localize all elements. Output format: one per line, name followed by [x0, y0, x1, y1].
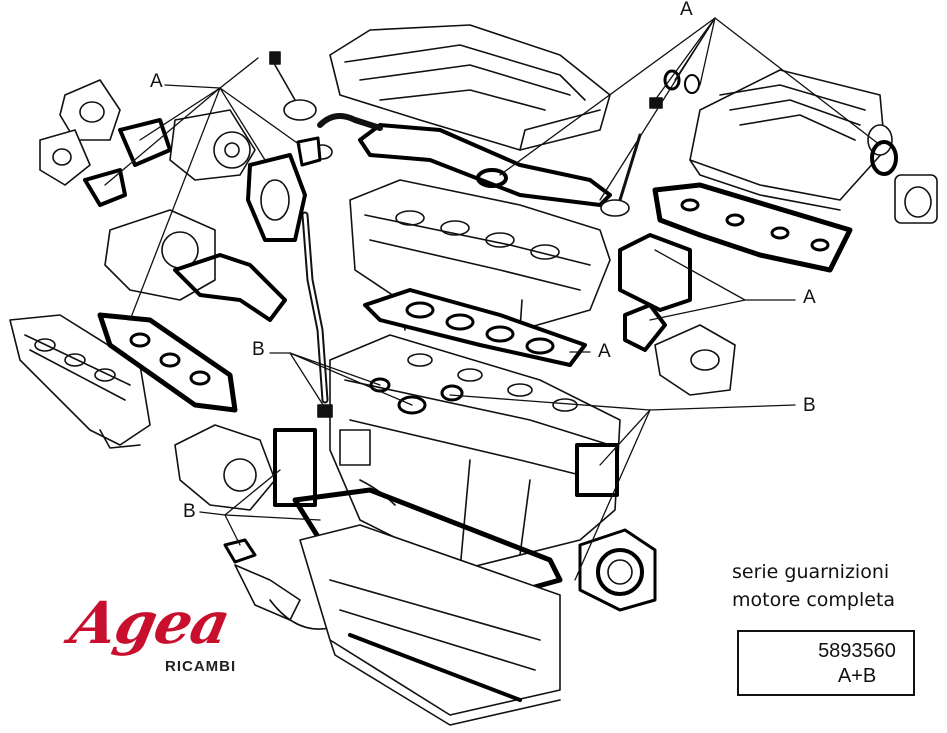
head-gasket: [363, 288, 587, 367]
cam-oil-seal: [476, 168, 508, 188]
engine-block: [329, 334, 621, 571]
callout-b-left-mid: B: [252, 339, 265, 360]
cam-cover: [329, 24, 611, 151]
valve-upper: [269, 51, 317, 121]
oil-filter-housing: [174, 424, 341, 630]
product-code: 5893560: [818, 640, 896, 662]
intake-manifold-gasket: [652, 182, 853, 273]
rear-main-seal: [578, 528, 657, 612]
brand-subtitle: RICAMBI: [165, 658, 237, 675]
kit-caption: serie guarnizioni motore completa: [732, 558, 937, 614]
cam-cover-gasket: [358, 123, 612, 207]
front-cover: [104, 209, 287, 322]
callout-b-left-low: B: [183, 501, 196, 522]
callout-a-top-right: A: [680, 0, 693, 20]
callout-a-head-gasket: A: [598, 341, 611, 362]
product-code-box: [737, 630, 915, 696]
brand-logo: Agea: [64, 589, 236, 657]
caption-line-2: motore completa: [732, 589, 896, 611]
water-pump-assembly: [39, 79, 322, 242]
callout-b-right: B: [803, 395, 816, 416]
exhaust-manifold: [9, 314, 151, 449]
callout-a-right-mid: A: [803, 287, 816, 308]
oil-pan: [299, 524, 561, 726]
exhaust-manifold-gasket: [97, 312, 238, 413]
callout-a-top-left: A: [150, 71, 163, 92]
leader-lines: [104, 17, 881, 581]
product-variant: A+B: [837, 665, 877, 687]
valve-right: [600, 69, 700, 217]
side-cover-gasket: [273, 428, 619, 507]
caption-line-1: serie guarnizioni: [732, 561, 890, 583]
water-pipe: [301, 211, 333, 418]
intake-manifold: [689, 69, 893, 211]
throttle-body: [870, 140, 938, 224]
thermostat-housing: [618, 233, 736, 396]
